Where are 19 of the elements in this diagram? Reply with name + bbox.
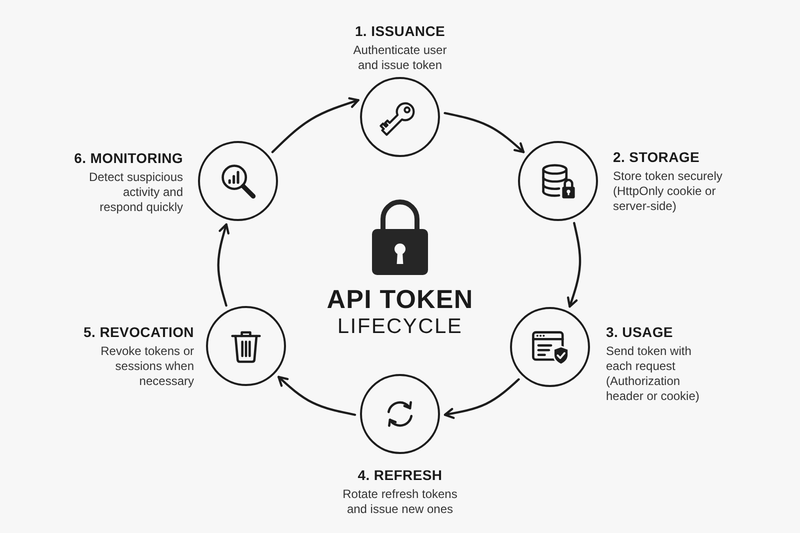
step-heading: 4. REFRESH [356, 466, 444, 484]
arrow [444, 378, 520, 419]
step-heading: 1. ISSUANCE [354, 22, 446, 40]
step-description: Send token with each request (Authorization header or cookie) [606, 344, 700, 404]
arrow [566, 222, 582, 308]
step-heading: 2. STORAGE [613, 148, 701, 166]
arrow [271, 97, 360, 154]
step-heading: 3. USAGE [606, 323, 674, 341]
step-heading: 6. MONITORING [73, 149, 183, 167]
step-heading: 5. REVOCATION [82, 323, 194, 341]
step-description: Authenticate user and issue token [352, 43, 448, 73]
step-description: Rotate refresh tokens and issue new ones [342, 487, 458, 517]
arrow [217, 223, 230, 307]
step-description: Detect suspicious activity and respond quickly [88, 170, 183, 215]
diagram-title: API TOKEN LIFECYCLE [326, 284, 474, 340]
step-description: Store token securely (HttpOnly cookie or server-side) [613, 169, 724, 214]
step-description: Revoke tokens or sessions when necessary [100, 344, 194, 389]
arrow [444, 112, 525, 154]
arrow [278, 376, 356, 416]
